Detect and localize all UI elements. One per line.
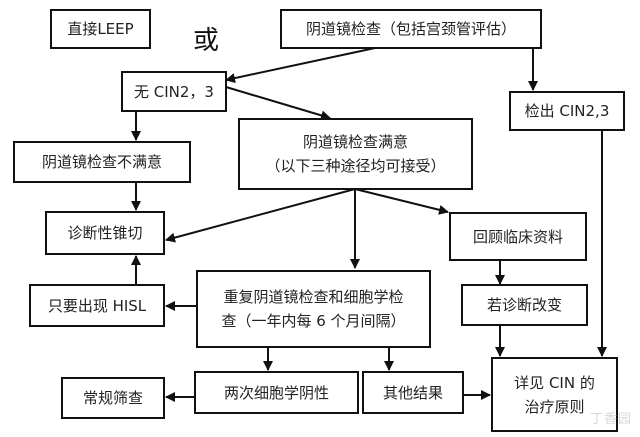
node-label: 常规筛查 xyxy=(82,389,143,407)
node-see-cin-treatment: 详见 CIN 的 治疗原则 xyxy=(491,357,618,432)
node-cin23-detected: 检出 CIN2,3 xyxy=(509,91,625,131)
node-repeat-colposcopy-cytology: 重复阴道镜检查和细胞学检 查（一年内每 6 个月间隔） xyxy=(196,270,431,348)
node-other-results: 其他结果 xyxy=(362,371,464,414)
node-label-line1: 重复阴道镜检查和细胞学检 xyxy=(223,288,404,306)
node-diagnostic-conization: 诊断性锥切 xyxy=(45,211,165,255)
arrow-satisfactory-to-review xyxy=(354,188,449,215)
node-two-negative-cytology: 两次细胞学阴性 xyxy=(194,371,359,414)
node-routine-screening: 常规筛查 xyxy=(61,377,165,419)
node-label-line2: （以下三种途径均可接受） xyxy=(265,157,446,175)
node-colposcopy: 阴道镜检查（包括宫颈管评估） xyxy=(280,9,542,49)
node-label-line1: 详见 CIN 的 xyxy=(514,373,595,392)
node-label: 若诊断改变 xyxy=(486,296,562,314)
node-label: 诊断性锥切 xyxy=(67,224,143,242)
node-label: 两次细胞学阴性 xyxy=(223,383,329,402)
node-label: 回顾临床资料 xyxy=(472,227,563,246)
watermark: 丁香园 xyxy=(590,412,633,427)
node-label: 直接LEEP xyxy=(67,20,134,38)
arrow-no-cin-to-satisfactory xyxy=(225,86,331,121)
node-label: 检出 CIN2,3 xyxy=(524,102,610,120)
node-label: 阴道镜检查（包括宫颈管评估） xyxy=(305,20,516,38)
node-label: 无 CIN2，3 xyxy=(134,82,214,101)
node-label-line2: 查（一年内每 6 个月间隔） xyxy=(221,312,406,330)
node-no-cin23: 无 CIN2，3 xyxy=(121,71,227,112)
node-diagnosis-changed: 若诊断改变 xyxy=(461,284,588,326)
node-colposcopy-satisfactory: 阴道镜检查满意 （以下三种途径均可接受） xyxy=(238,118,473,190)
node-label-line1: 阴道镜检查满意 xyxy=(302,133,408,151)
node-review-clinical-data: 回顾临床资料 xyxy=(449,212,587,261)
arrow-satisfactory-to-conization xyxy=(165,188,356,243)
node-label: 其他结果 xyxy=(382,383,443,402)
or-label: 或 xyxy=(193,26,220,56)
node-if-hsil: 只要出现 HISL xyxy=(29,284,165,327)
node-direct-leep: 直接LEEP xyxy=(50,9,151,49)
node-label-line2: 治疗原则 xyxy=(524,397,585,416)
arrow-colposcopy-to-no-cin xyxy=(225,47,376,83)
node-colposcopy-unsatisfactory: 阴道镜检查不满意 xyxy=(13,141,191,183)
node-label: 只要出现 HISL xyxy=(47,296,147,315)
node-label: 阴道镜检查不满意 xyxy=(41,153,162,171)
